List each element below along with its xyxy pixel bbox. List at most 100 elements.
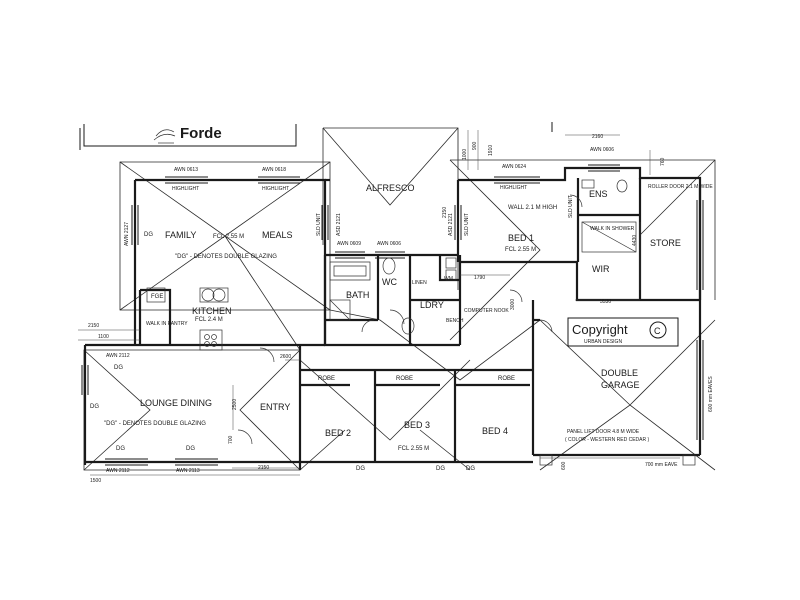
highlight-2-label: HIGHLIGHT: [262, 186, 289, 192]
dim-2600: 2600: [280, 354, 291, 360]
eaves-side-label: 600 mm EAVES: [708, 376, 714, 412]
awn2112-b-label: AWN 2112: [106, 468, 130, 474]
walk-in-shower-label: WALK IN SHOWER: [590, 226, 635, 232]
room-kitchen: KITCHEN: [192, 306, 232, 316]
dim-2500: 2500: [232, 399, 238, 410]
dg-label-3: DG: [90, 404, 99, 410]
roof-lines: [83, 127, 716, 471]
room-ldry: LDRY: [420, 300, 444, 310]
room-bed2: BED 2: [325, 428, 351, 438]
sld-unit-2-label: SLD UNIT: [464, 213, 470, 236]
dim-3530: 3530: [600, 299, 611, 305]
bed1-wall: WALL 2.1 M HIGH: [508, 205, 557, 211]
robe-3-label: ROBE: [498, 376, 515, 382]
room-bed3: BED 3: [404, 420, 430, 430]
dim-900: 900: [472, 141, 478, 150]
awn2127-label: AWN 2127: [124, 222, 130, 246]
dim-1790: 1790: [474, 275, 485, 281]
robe-2-label: ROBE: [396, 376, 413, 382]
awn0606-label: AWN 0606: [590, 147, 614, 153]
bed1-fcl: FCL 2.55 M: [505, 247, 536, 253]
room-store: STORE: [650, 238, 681, 248]
fixtures: [146, 179, 696, 466]
walk-in-pantry-label: WALK IN PANTRY: [146, 321, 188, 327]
brand-strip: Forde: [79, 122, 553, 150]
panel-lift-label: PANEL LIFT DOOR 4.8 M WIDE: [567, 429, 640, 435]
bed3-fcl: FCL 2.55 M: [398, 446, 429, 452]
dim-2150-c: 2150: [442, 207, 448, 218]
computer-nook-label: COMPUTER NOOK: [464, 308, 509, 314]
dim-1910: 1910: [488, 145, 494, 156]
brand-name: Forde: [180, 125, 222, 142]
fge-label: FGE: [151, 294, 163, 300]
room-lounge-dining: LOUNGE DINING: [140, 398, 212, 408]
dg-label-5: DG: [186, 446, 195, 452]
dg-label-1: DG: [144, 232, 153, 238]
linen-label: LINEN: [412, 280, 427, 286]
forde-logo-icon: [153, 129, 176, 144]
awn0606b-label: AWN 0606: [377, 241, 401, 247]
dg-label-2: DG: [114, 365, 123, 371]
dim-1500: 1500: [90, 478, 101, 484]
dg-label-8: DG: [466, 466, 475, 472]
highlight-1-label: HIGHLIGHT: [172, 186, 199, 192]
room-double: DOUBLE: [601, 368, 638, 378]
dg-label-4: DG: [116, 446, 125, 452]
room-wir: WIR: [592, 264, 610, 274]
dim-4430: 4430: [632, 235, 638, 246]
dg-label-6: DG: [356, 466, 365, 472]
awn2112-a-label: AWN 2112: [106, 353, 130, 359]
awn0618-label: AWN 0618: [262, 167, 286, 173]
eave-note: 700 mm EAVE: [645, 462, 678, 468]
awn0609-label: AWN 0609: [337, 241, 361, 247]
room-alfresco: ALFRESCO: [366, 183, 415, 193]
asd2121-a-label: ASD 2121: [336, 213, 342, 236]
room-family: FAMILY: [165, 230, 196, 240]
copyright-text: Copyright: [572, 322, 628, 337]
dim-760: 760: [660, 157, 666, 166]
kitchen-fcl: FCL 2.4 M: [195, 317, 223, 323]
awn2113-label: AWN 2113: [176, 468, 200, 474]
windows: [81, 164, 704, 466]
sld-unit-1-label: SLD UNIT: [316, 213, 322, 236]
roller-door-label: ROLLER DOOR 2.1 M WIDE: [648, 184, 713, 190]
room-meals: MEALS: [262, 230, 293, 240]
room-garage: GARAGE: [601, 380, 640, 390]
room-wc: WC: [382, 277, 397, 287]
dg-note-bottom: "DG" - DENOTES DOUBLE GLAZING: [104, 421, 206, 427]
dimension-labels: 2150 1100 2600 2500 700 1500 2150 1790 3…: [88, 134, 666, 484]
awn0613-label: AWN 0613: [174, 167, 198, 173]
dim-1100: 1100: [98, 334, 109, 340]
room-ens: ENS: [589, 189, 608, 199]
dg-note-top: "DG" - DENOTES DOUBLE GLAZING: [175, 254, 277, 260]
dim-700: 700: [228, 435, 234, 444]
dim-1000: 1000: [462, 149, 468, 160]
wm-label: WM: [444, 276, 453, 282]
copyright-stamp: Copyright C URBAN DESIGN: [567, 317, 679, 347]
room-entry: ENTRY: [260, 402, 290, 412]
dim-2150-a: 2150: [88, 323, 99, 329]
dimension-lines: [78, 130, 680, 476]
bench-label: BENCH: [446, 318, 464, 324]
window-labels: AWN 0613 AWN 0618 HIGHLIGHT HIGHLIGHT HI…: [90, 147, 614, 474]
room-labels: ALFRESCO FAMILY FCL 2.55 M MEALS "DG" - …: [104, 183, 714, 468]
dim-600: 600: [561, 461, 567, 470]
awn0624-label: AWN 0624: [502, 164, 526, 170]
copyright-symbol: C: [654, 326, 661, 336]
family-fcl: FCL 2.55 M: [213, 234, 244, 240]
room-bed4: BED 4: [482, 426, 508, 436]
dim-2150-b: 2150: [258, 465, 269, 471]
dg-label-7: DG: [436, 466, 445, 472]
cedar-label: ( COLOR - WESTERN RED CEDAR ): [565, 437, 650, 443]
dim-3000: 3000: [510, 299, 516, 310]
dim-2160: 2160: [592, 134, 603, 140]
copyright-studio: URBAN DESIGN: [584, 339, 622, 345]
walls: [83, 166, 702, 470]
asd2121-b-label: ASD 2121: [448, 213, 454, 236]
highlight-3-label: HIGHLIGHT: [500, 185, 527, 191]
room-bed1: BED 1: [508, 233, 534, 243]
sld-unit-3-label: SLD UNIT: [568, 195, 574, 218]
room-bath: BATH: [346, 290, 369, 300]
robe-1-label: ROBE: [318, 376, 335, 382]
